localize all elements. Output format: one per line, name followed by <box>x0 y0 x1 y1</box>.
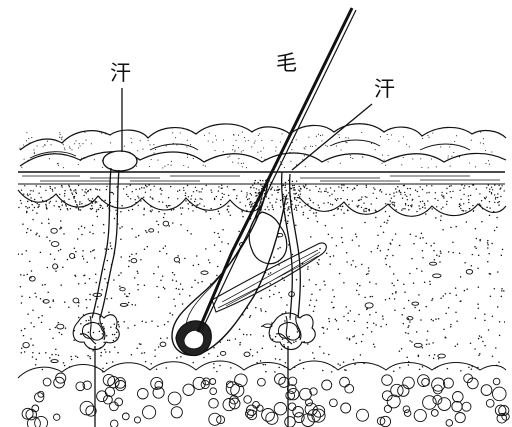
surface-stipple <box>19 131 492 168</box>
epidermis <box>18 172 505 184</box>
label-sweat-right: 汗 <box>374 77 395 101</box>
fat-lobules <box>18 361 506 378</box>
leader-line-sweat-right <box>292 104 372 170</box>
label-hair: 毛 <box>276 51 297 75</box>
surface-hills <box>20 124 506 166</box>
label-sweat-left: 汗 <box>110 61 131 85</box>
hair-follicle <box>172 8 356 356</box>
